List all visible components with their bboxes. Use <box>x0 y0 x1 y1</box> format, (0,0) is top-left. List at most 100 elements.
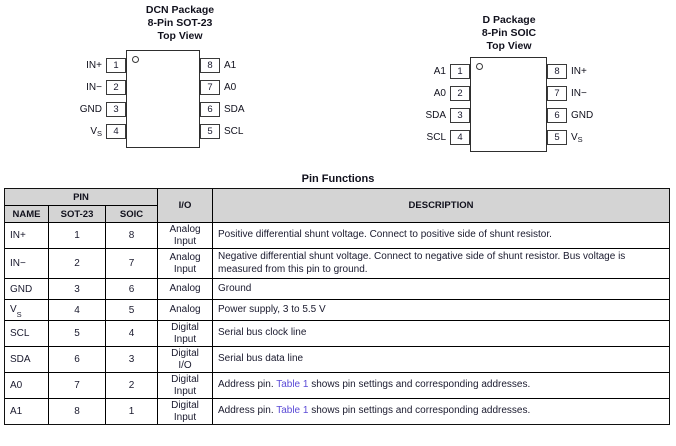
d-pin-label-4: SCL <box>426 131 446 143</box>
dcn-pin-label-2: IN− <box>86 81 102 93</box>
cell-pin-name: IN+ <box>4 222 49 249</box>
cell-description: Address pin. Table 1 shows pin settings … <box>212 398 670 425</box>
cell-pin-name-sub: S <box>16 309 22 319</box>
cell-description: Ground <box>212 278 670 300</box>
table-header-row-2: NAME SOT-23 SOIC <box>4 205 670 223</box>
cell-description: Power supply, 3 to 5.5 V <box>212 299 670 321</box>
cell-sot23-pin: 5 <box>48 320 106 347</box>
dcn-title-line-1: DCN Package <box>145 4 215 16</box>
cell-sot23-pin: 6 <box>48 346 106 373</box>
d-pin-box-7: 7 <box>547 86 567 101</box>
cell-sot23-pin: 7 <box>48 372 106 399</box>
d-pin-box-8: 8 <box>547 64 567 79</box>
cell-io-type: Analog <box>157 299 214 321</box>
cell-soic-pin: 5 <box>104 299 159 321</box>
dcn-chip-body <box>126 50 200 148</box>
dcn-pin-label-1: IN+ <box>86 59 102 71</box>
cell-sot23-pin: 2 <box>48 248 106 279</box>
header-io: I/O <box>157 188 214 223</box>
table1-link[interactable]: Table 1 <box>276 379 309 391</box>
dcn-pin-label-8: A1 <box>224 59 237 71</box>
header-sot23: SOT-23 <box>48 205 106 223</box>
d-pin-label-8: IN+ <box>571 65 587 77</box>
cell-description: Serial bus clock line <box>212 320 670 347</box>
header-description: DESCRIPTION <box>212 188 670 223</box>
cell-soic-pin: 2 <box>104 372 159 399</box>
dcn-pin1-marker-icon <box>132 56 139 63</box>
d-pin-box-5: 5 <box>547 130 567 145</box>
d-pin1-marker-icon <box>476 63 483 70</box>
cell-soic-pin: 3 <box>104 346 159 373</box>
dcn-pin-box-5: 5 <box>200 124 220 139</box>
dcn-package-title: DCN Package 8-Pin SOT-23 Top View <box>120 4 240 43</box>
dcn-title-line-2: 8-Pin SOT-23 <box>147 17 213 29</box>
dcn-pin-label-4-sub: S <box>96 128 102 138</box>
cell-description: Positive differential shunt voltage. Con… <box>212 222 670 249</box>
d-title-line-3: Top View <box>486 40 532 52</box>
cell-sot23-pin: 4 <box>48 299 106 321</box>
cell-pin-name: VS <box>4 299 49 321</box>
dcn-pin-box-7: 7 <box>200 80 220 95</box>
table1-link[interactable]: Table 1 <box>276 405 309 417</box>
cell-pin-name: A0 <box>4 372 49 399</box>
d-package-title: D Package 8-Pin SOIC Top View <box>449 14 569 53</box>
d-pin-box-1: 1 <box>450 64 470 79</box>
table-header: PIN I/O DESCRIPTION NAME SOT-23 SOIC <box>3 188 670 223</box>
d-chip-body <box>470 57 547 152</box>
cell-sot23-pin: 1 <box>48 222 106 249</box>
cell-pin-name: IN− <box>4 248 49 279</box>
d-pin-label-1: A1 <box>433 65 446 77</box>
dcn-pin-box-3: 3 <box>106 102 126 117</box>
cell-sot23-pin: 8 <box>48 398 106 425</box>
cell-pin-name: GND <box>4 278 49 300</box>
cell-description: Negative differential shunt voltage. Con… <box>212 248 670 279</box>
header-name: NAME <box>4 205 49 223</box>
cell-pin-name: SCL <box>4 320 49 347</box>
d-pin-box-4: 4 <box>450 130 470 145</box>
table-header-row-1: PIN I/O DESCRIPTION <box>3 188 670 223</box>
header-soic: SOIC <box>104 205 159 223</box>
d-title-line-2: 8-Pin SOIC <box>481 27 537 39</box>
dcn-title-line-3: Top View <box>157 30 203 42</box>
d-pin-box-2: 2 <box>450 86 470 101</box>
dcn-pin-box-4: 4 <box>106 124 126 139</box>
dcn-pin-label-6: SDA <box>224 103 245 115</box>
dcn-pin-box-1: 1 <box>106 58 126 73</box>
d-pin-label-6: GND <box>571 109 594 121</box>
header-pin-group: PIN <box>3 188 159 206</box>
dcn-pin-box-2: 2 <box>106 80 126 95</box>
pin-functions-table: PIN I/O DESCRIPTION NAME SOT-23 SOIC IN+… <box>3 188 670 425</box>
dcn-pin-box-8: 8 <box>200 58 220 73</box>
cell-soic-pin: 4 <box>104 320 159 347</box>
dcn-pin-label-7: A0 <box>224 81 237 93</box>
cell-soic-pin: 7 <box>104 248 159 279</box>
cell-io-type: Analog <box>157 278 214 300</box>
d-pin-box-3: 3 <box>450 108 470 123</box>
d-pin-label-3: SDA <box>425 109 446 121</box>
dcn-pin-label-5: SCL <box>224 125 244 137</box>
d-pin-label-5-text: V <box>571 131 578 143</box>
cell-description: Serial bus data line <box>212 346 670 373</box>
dcn-pin-label-4-text: V <box>90 125 97 137</box>
pin-functions-title: Pin Functions <box>301 173 375 185</box>
cell-pin-name: A1 <box>4 398 49 425</box>
d-title-line-1: D Package <box>482 14 536 26</box>
cell-description: Address pin. Table 1 shows pin settings … <box>212 372 670 399</box>
cell-soic-pin: 1 <box>104 398 159 425</box>
cell-soic-pin: 6 <box>104 278 159 300</box>
